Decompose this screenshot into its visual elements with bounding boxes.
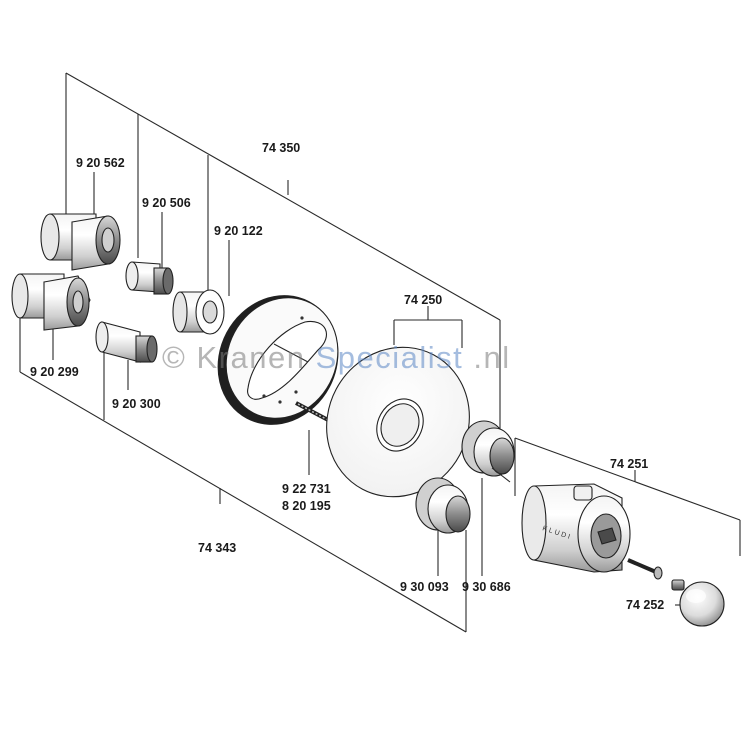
part-920299-nut [11, 273, 91, 331]
label-74252: 74 252 [626, 598, 664, 612]
leader-lines [19, 72, 741, 633]
ring-clip [491, 467, 511, 483]
part-handle-screw [627, 558, 663, 580]
part-920122-sleeve [172, 289, 225, 335]
part-920300-insert [95, 321, 158, 363]
label-920562: 9 20 562 [76, 156, 125, 170]
leader-74251-top [514, 437, 741, 521]
label-920506: 9 20 506 [142, 196, 191, 210]
part-920562-nut [40, 213, 121, 271]
part-labels: 9 20 562 9 20 506 9 20 122 74 350 74 250… [30, 141, 664, 612]
watermark-specialist: Specialist [316, 340, 464, 375]
part-920506-insert [125, 261, 174, 295]
part-74250-rosette [326, 346, 470, 498]
label-74350: 74 350 [262, 141, 300, 155]
part-74252-cap [679, 581, 725, 627]
part-grub-screw [671, 579, 685, 591]
label-930093: 9 30 093 [400, 580, 449, 594]
leader-74343-bottom [19, 371, 467, 633]
watermark-copyright: © [162, 340, 186, 375]
label-920122: 9 20 122 [214, 224, 263, 238]
label-922731: 9 22 731 [282, 482, 331, 496]
watermark-kranen: Kranen [196, 340, 305, 375]
watermark-domain: .nl [473, 340, 510, 375]
part-930686-ring [461, 420, 515, 483]
part-mounting-plate [217, 295, 339, 425]
part-922731-screw [295, 401, 331, 423]
label-920299: 9 20 299 [30, 365, 79, 379]
label-74251: 74 251 [610, 457, 648, 471]
part-74251-handle: KLUDI [521, 483, 631, 573]
watermark: © Kranen Specialist .nl [162, 340, 511, 375]
label-74343: 74 343 [198, 541, 236, 555]
label-920300: 9 20 300 [112, 397, 161, 411]
label-74250: 74 250 [404, 293, 442, 307]
label-820195: 8 20 195 [282, 499, 331, 513]
label-930686: 9 30 686 [462, 580, 511, 594]
part-930093-ring [415, 477, 471, 534]
plate-pin [273, 343, 309, 363]
